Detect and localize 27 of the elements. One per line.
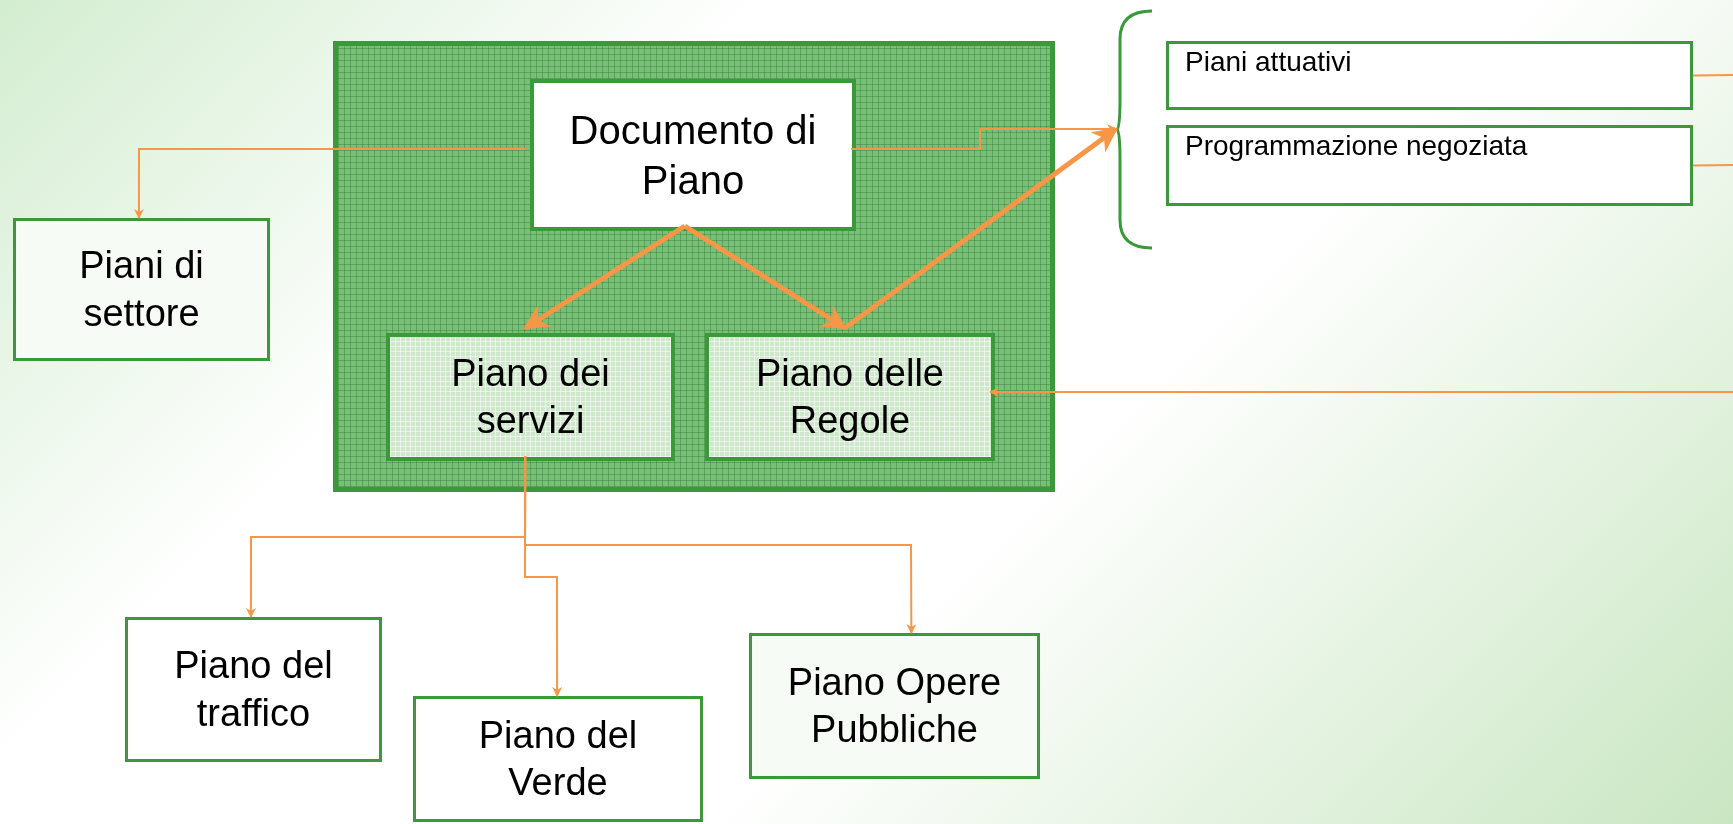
box-label: Piano del Verde (477, 712, 639, 805)
plan-box (530, 79, 856, 231)
plan-box (749, 633, 1040, 779)
box-label: Programmazione negoziata (1185, 129, 1529, 163)
box-label: Piani di settore (78, 243, 205, 336)
arrow (683, 223, 848, 331)
plan-box (13, 218, 270, 361)
plan-box (386, 333, 675, 461)
arrow (133, 147, 526, 219)
arrow (523, 223, 687, 331)
plan-box (1166, 125, 1693, 206)
box-label: Documento di Piano (568, 107, 818, 204)
box-label: Piano delle Regole (754, 350, 945, 443)
plan-box (413, 696, 703, 822)
plan-box (1166, 41, 1693, 110)
box-label: Piano dei servizi (450, 350, 611, 443)
curly-brace (1116, 9, 1155, 250)
plan-box (125, 617, 382, 762)
box-label: Piani attuativi (1185, 45, 1353, 79)
arrow (843, 127, 1118, 330)
arrow (850, 124, 1117, 150)
arrow (524, 455, 917, 634)
arrow (989, 387, 1733, 397)
box-label: Piano Opere Pubbliche (786, 659, 1003, 752)
plan-box (705, 333, 995, 461)
box-label: Piano del traffico (173, 643, 334, 736)
group-panel (333, 41, 1055, 492)
